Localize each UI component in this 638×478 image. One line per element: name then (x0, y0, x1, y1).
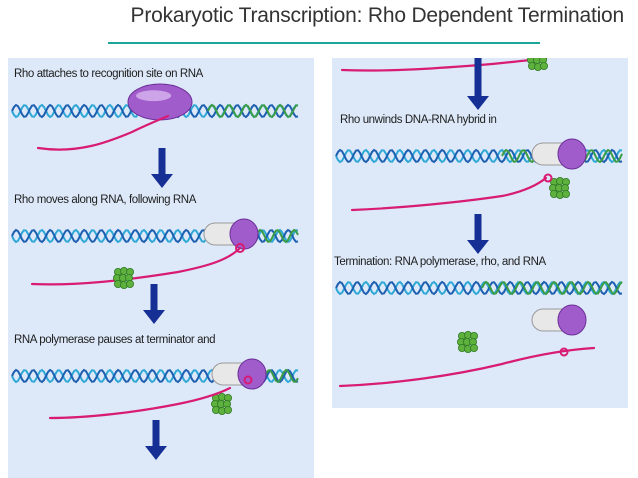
page-title: Prokaryotic Transcription: Rho Dependent… (130, 4, 625, 27)
dna-strand (207, 103, 299, 119)
polymerase-subunit (223, 405, 232, 414)
down-arrow-head (467, 96, 489, 110)
polymerase-subunit (561, 189, 570, 198)
rna-hairpin (243, 375, 253, 385)
down-arrow-head (145, 446, 167, 460)
polymerase-subunit (469, 343, 478, 352)
down-arrow-shaft (158, 148, 166, 176)
polymerase-subunit (126, 279, 135, 288)
step-label-rho-unwinds: Rho unwinds DNA-RNA hybrid in (340, 114, 497, 126)
polymerase-subunit (539, 62, 548, 70)
rna-strand (30, 246, 242, 286)
rho-protein (557, 304, 587, 336)
down-arrow-shaft (474, 214, 482, 242)
rho-protein (127, 83, 193, 121)
rna-strand (340, 58, 548, 72)
step-label-rho-moves: Rho moves along RNA, following RNA (14, 194, 196, 206)
step-label-termination: Termination: RNA polymerase, rho, and RN… (334, 256, 546, 268)
rna-strand (338, 346, 596, 388)
rna-strand (48, 386, 232, 420)
rna-strand (36, 114, 170, 151)
step-label-polymerase-pauses: RNA polymerase pauses at terminator and (14, 334, 216, 346)
title-underline (108, 42, 540, 44)
rna-hairpin (543, 173, 553, 183)
rna-hairpin (559, 347, 569, 357)
down-arrow-head (467, 240, 489, 254)
left-panel: Rho attaches to recognition site on RNA … (8, 58, 314, 478)
dna-strand (481, 280, 623, 296)
right-panel-diagram (335, 58, 623, 388)
down-arrow-shaft (474, 58, 482, 98)
left-panel-diagram (11, 83, 299, 460)
step-label-rho-attaches: Rho attaches to recognition site on RNA (14, 68, 203, 80)
rho-protein (237, 358, 267, 390)
down-arrow-head (143, 310, 165, 324)
right-panel: Rho unwinds DNA-RNA hybrid in Terminatio… (332, 58, 628, 408)
rho-protein (557, 138, 587, 170)
down-arrow-shaft (152, 420, 160, 448)
down-arrow-shaft (150, 284, 158, 312)
rho-protein (229, 218, 259, 250)
rna-strand (350, 176, 548, 212)
down-arrow-head (151, 174, 173, 188)
rna-hairpin (235, 243, 245, 253)
rho-highlight (136, 90, 172, 102)
